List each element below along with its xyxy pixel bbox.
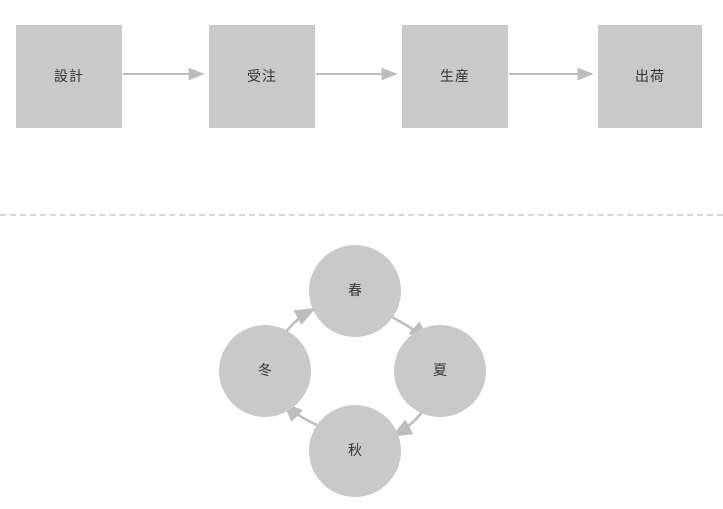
process-node-production[interactable]: 生産 <box>402 25 508 128</box>
cycle-node-autumn[interactable]: 秋 <box>309 405 401 497</box>
process-node-shipping[interactable]: 出荷 <box>598 25 702 128</box>
process-node-design[interactable]: 設計 <box>16 25 122 128</box>
process-node-design-label: 設計 <box>54 68 84 85</box>
cycle-node-spring-label: 春 <box>348 283 362 299</box>
cycle-node-summer-label: 夏 <box>433 363 447 379</box>
process-node-production-label: 生産 <box>440 68 470 85</box>
process-node-shipping-label: 出荷 <box>635 68 665 85</box>
cycle-node-winter-label: 冬 <box>258 363 272 379</box>
cycle-node-winter[interactable]: 冬 <box>219 325 311 417</box>
section-divider <box>0 214 723 216</box>
cycle-node-autumn-label: 秋 <box>348 443 362 459</box>
cycle-node-spring[interactable]: 春 <box>309 245 401 337</box>
process-node-order-label: 受注 <box>247 68 277 85</box>
process-node-order[interactable]: 受注 <box>209 25 315 128</box>
cycle-node-summer[interactable]: 夏 <box>394 325 486 417</box>
